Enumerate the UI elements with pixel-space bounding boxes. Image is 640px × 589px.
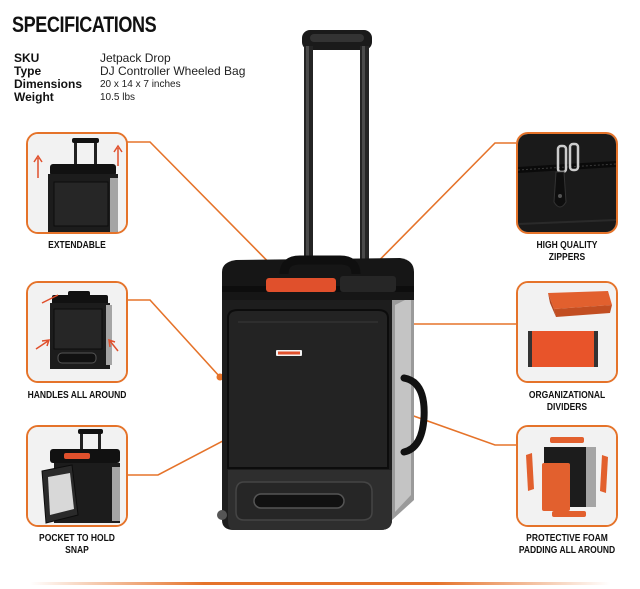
spec-table: SKU Jetpack Drop Type DJ Controller Whee… — [14, 52, 245, 104]
feature-image-pocket — [26, 425, 128, 527]
page-title: SPECIFICATIONS — [12, 12, 157, 37]
top-handle — [279, 255, 361, 275]
spec-value: Jetpack Drop — [100, 51, 171, 65]
caption-line: DIVIDERS — [546, 402, 588, 413]
spec-label: Type — [14, 64, 42, 78]
feature-caption-foam: PROTECTIVE FOAM PADDING ALL AROUND — [510, 533, 624, 557]
bottom-handle — [253, 493, 345, 509]
feature-image-foam — [516, 425, 618, 527]
foam-illustration — [518, 427, 616, 525]
feature-image-extendable — [26, 132, 128, 234]
front-pocket — [227, 309, 389, 469]
caption-line: ORGANIZATIONAL — [528, 390, 606, 401]
side-handle — [400, 374, 428, 456]
extendable-illustration — [28, 134, 126, 232]
spec-label: Dimensions — [14, 77, 83, 91]
feature-image-dividers — [516, 281, 618, 383]
dividers-illustration — [518, 283, 616, 381]
caption-line: ZIPPERS — [548, 252, 586, 263]
telescoping-handle — [302, 30, 372, 276]
wheel — [217, 510, 227, 520]
spec-row-dimensions: Dimensions 20 x 14 x 7 inches — [14, 78, 245, 91]
feature-caption-handles: HANDLES ALL AROUND — [27, 390, 127, 401]
spec-value: DJ Controller Wheeled Bag — [100, 64, 246, 78]
pocket-illustration — [28, 427, 126, 525]
bottom-divider — [30, 582, 610, 585]
caption-line: HIGH QUALITY — [536, 240, 598, 251]
spec-row-sku: SKU Jetpack Drop — [14, 52, 245, 65]
feature-caption-pocket: POCKET TO HOLD SNAP — [39, 533, 115, 556]
feature-image-zippers — [516, 132, 618, 234]
spec-label: SKU — [14, 51, 40, 65]
spec-row-type: Type DJ Controller Wheeled Bag — [14, 65, 245, 78]
top-grip-accent — [266, 278, 336, 292]
spec-value: 10.5 lbs — [100, 92, 136, 103]
caption-line: PADDING ALL AROUND — [518, 545, 616, 556]
handles-illustration — [28, 283, 126, 381]
feature-caption-zippers: HIGH QUALITY ZIPPERS — [517, 240, 617, 264]
spec-row-weight: Weight 10.5 lbs — [14, 91, 245, 104]
feature-image-handles — [26, 281, 128, 383]
zippers-illustration — [518, 134, 616, 232]
feature-caption-extendable: EXTENDABLE — [48, 240, 106, 251]
feature-caption-dividers: ORGANIZATIONAL DIVIDERS — [517, 390, 617, 414]
spec-label: Weight — [14, 90, 54, 104]
caption-line: PROTECTIVE FOAM — [526, 533, 608, 544]
spec-value: 20 x 14 x 7 inches — [100, 79, 181, 90]
